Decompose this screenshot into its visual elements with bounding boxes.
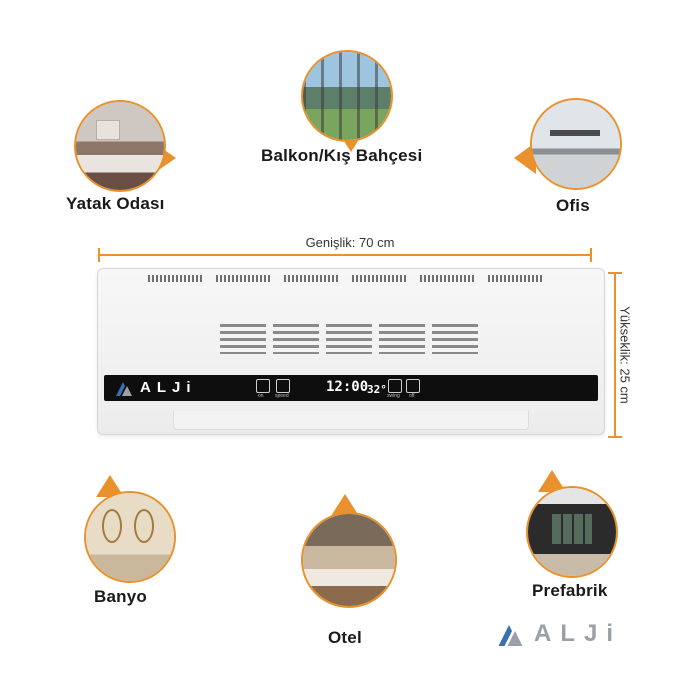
corner-brand: ALJi [498,620,622,648]
prefab-photo [526,486,618,578]
control-panel: ALJi on speed 12:00 32° swing off [104,375,598,401]
heater-brand: ALJi [116,379,197,396]
room-office: Ofis [514,98,630,218]
alji-logo-icon [498,625,523,646]
swing-label: swing [387,393,400,399]
room-bedroom: Yatak Odası [60,100,190,220]
off-button[interactable] [406,379,420,393]
bubble-tail [96,475,124,497]
height-dimension-line [608,272,622,438]
bathroom-photo [84,491,176,583]
bubble-tail [331,494,359,516]
front-vents [220,324,478,354]
time-display: 12:00 [326,379,369,395]
height-label: Yükseklik: 25 cm [617,306,633,404]
room-label: Yatak Odası [66,194,165,213]
alji-logo-icon [116,381,132,396]
room-label: Balkon/Kış Bahçesi [261,146,423,165]
width-dimension-line [98,248,592,262]
speed-button[interactable] [276,379,290,393]
wall-heater: ALJi on speed 12:00 32° swing off [97,268,605,435]
room-label: Ofis [556,196,590,215]
bubble-tail [538,470,566,492]
room-label: Prefabrik [532,581,608,600]
room-prefab: Prefabrik [520,470,650,610]
bottom-grille [173,411,529,430]
brand-text: ALJi [140,379,197,396]
room-balcony: Balkon/Kış Bahçesi [255,50,455,170]
room-label: Banyo [94,587,147,606]
top-vents [148,275,542,282]
room-hotel: Otel [295,494,415,650]
width-label: Genişlik: 70 cm [305,235,395,250]
temp-display: 32° [367,383,387,396]
on-button[interactable] [256,379,270,393]
corner-brand-text: ALJi [534,620,623,647]
room-label: Otel [328,628,362,647]
office-photo [530,98,622,190]
balcony-photo [301,50,393,142]
swing-button[interactable] [388,379,402,393]
room-bathroom: Banyo [78,475,198,615]
speed-label: speed [275,393,289,399]
bedroom-photo [74,100,166,192]
hotel-photo [301,512,397,608]
off-label: off [409,393,415,399]
on-label: on [258,393,264,399]
